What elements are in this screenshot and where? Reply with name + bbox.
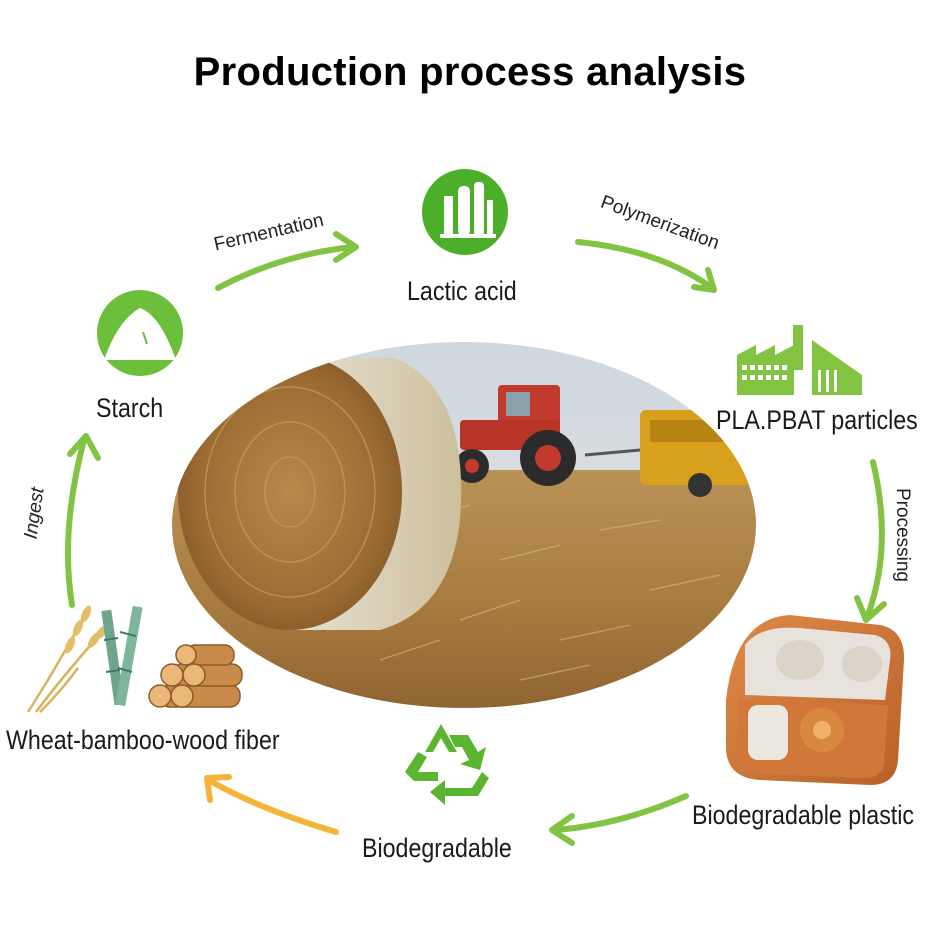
stage-label-biodegradable-plastic: Biodegradable plastic bbox=[692, 800, 915, 830]
earbud-case-photo bbox=[726, 615, 905, 785]
arrow-label-fermentation: Fermentation bbox=[212, 210, 326, 256]
center-photo bbox=[172, 342, 756, 708]
arrow-fermentation bbox=[215, 231, 359, 291]
stage-label-biodegradable: Biodegradable bbox=[362, 833, 512, 863]
recycle-icon bbox=[405, 724, 489, 805]
arrow-ingest bbox=[65, 433, 101, 608]
page-title: Production process analysis bbox=[193, 50, 747, 94]
arrow-to-fiber bbox=[204, 774, 339, 835]
arrow-polymerization bbox=[575, 239, 717, 293]
tractor-photo-element bbox=[455, 385, 576, 486]
factory-tanks-icon bbox=[422, 169, 508, 255]
stage-label-fiber: Wheat-bamboo-wood fiber bbox=[6, 725, 280, 755]
stage-label-starch: Starch bbox=[96, 393, 164, 423]
arrow-to-biodegradable bbox=[549, 793, 689, 846]
arrow-processing bbox=[854, 459, 887, 623]
stage-label-lactic-acid: Lactic acid bbox=[407, 276, 517, 306]
arrow-label-processing: Processing bbox=[892, 488, 913, 582]
wheat-bamboo-wood-icon bbox=[26, 605, 243, 713]
stage-label-pla-pbat: PLA.PBAT particles bbox=[716, 405, 918, 435]
arrow-label-polymerization: Polymerization bbox=[598, 192, 722, 254]
starch-pile-icon bbox=[97, 290, 183, 376]
hay-bale-photo-element bbox=[178, 354, 462, 630]
factory-building-icon bbox=[737, 325, 862, 395]
arrow-label-ingest: Ingest bbox=[21, 485, 49, 540]
